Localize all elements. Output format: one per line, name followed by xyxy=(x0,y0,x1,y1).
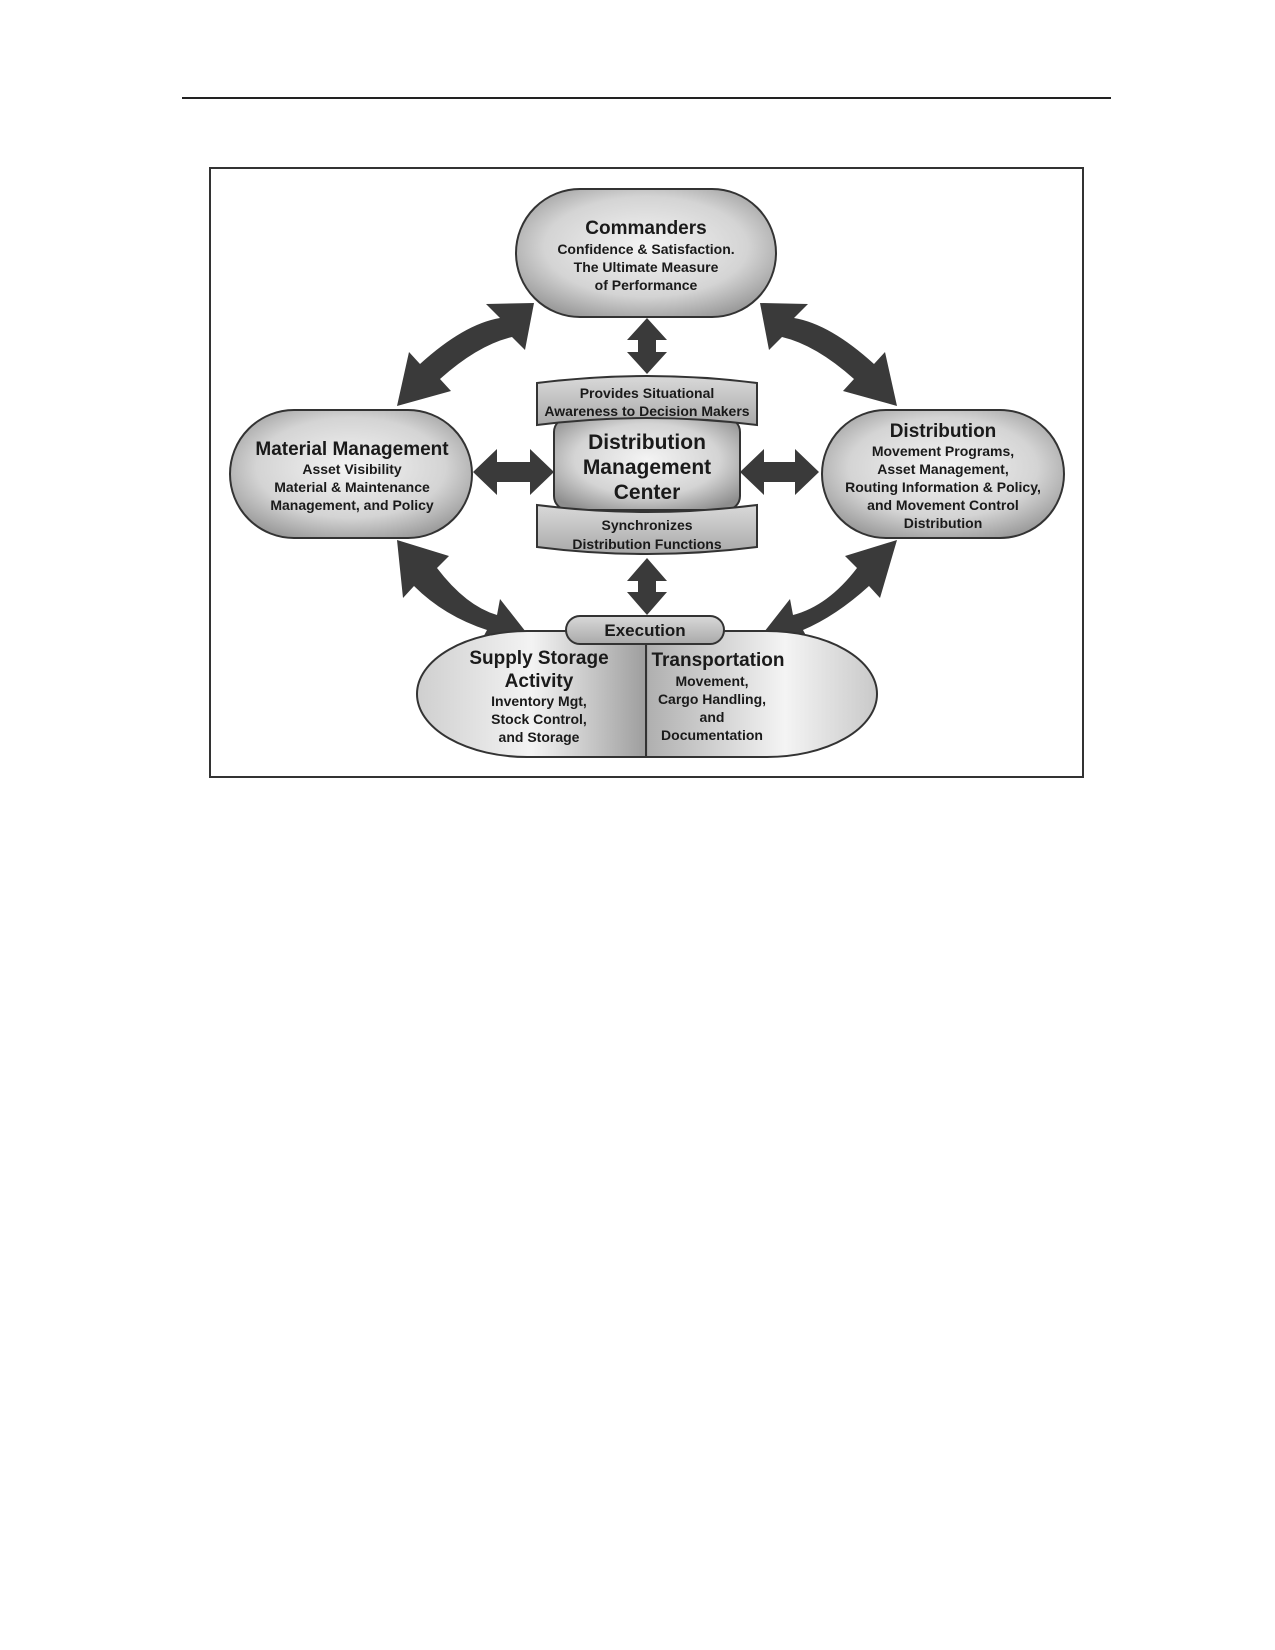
material-management-title: Material Management xyxy=(255,439,449,460)
distribution-title: Distribution xyxy=(890,421,997,442)
supply-storage-line: Inventory Mgt, xyxy=(491,693,587,709)
curved-arrows xyxy=(397,303,897,643)
arrow-distribution-execution xyxy=(757,540,897,643)
material-management-shape xyxy=(229,409,473,539)
commanders-line: of Performance xyxy=(595,277,698,293)
dmc-bottom-band xyxy=(536,503,758,555)
commanders-node: Commanders Confidence & Satisfaction. Th… xyxy=(515,188,777,318)
arrow-material-execution xyxy=(397,540,533,643)
transportation-line: Movement, xyxy=(675,673,748,689)
distribution-line: and Movement Control xyxy=(867,497,1019,513)
arrow-commanders-material xyxy=(397,303,534,406)
dmc-top-band xyxy=(536,375,758,427)
arrow-commanders-dmc xyxy=(627,318,667,374)
straight-arrows xyxy=(473,318,819,615)
distribution-node: Distribution Movement Programs, Asset Ma… xyxy=(821,409,1065,539)
arrow-material-dmc xyxy=(473,449,554,495)
dmc-title: Center xyxy=(614,481,681,504)
material-management-line: Management, and Policy xyxy=(270,497,434,513)
commanders-title: Commanders xyxy=(585,218,706,239)
transportation-title: Transportation xyxy=(651,650,784,671)
distribution-shape xyxy=(821,409,1065,539)
execution-node: Execution Supply Storage Activity Invent… xyxy=(416,615,878,758)
arrow-commanders-distribution xyxy=(760,303,897,406)
dmc-title: Management xyxy=(583,456,711,479)
distribution-line: Routing Information & Policy, xyxy=(845,479,1041,495)
distribution-line: Distribution xyxy=(904,515,983,531)
material-management-line: Material & Maintenance xyxy=(274,479,430,495)
dmc-node: Provides Situational Awareness to Decisi… xyxy=(536,375,758,555)
dmc-title: Distribution xyxy=(588,431,706,454)
supply-storage-title: Activity xyxy=(505,671,574,692)
commanders-line: The Ultimate Measure xyxy=(574,259,719,275)
dmc-top-band-text: Awareness to Decision Makers xyxy=(544,403,749,419)
material-management-node: Material Management Asset Visibility Mat… xyxy=(229,409,473,539)
supply-storage-line: Stock Control, xyxy=(491,711,587,727)
transportation-line: and xyxy=(700,709,725,725)
dmc-bottom-band-text: Distribution Functions xyxy=(572,536,722,552)
commanders-shape xyxy=(515,188,777,318)
execution-label-shape xyxy=(565,615,725,645)
distribution-line: Movement Programs, xyxy=(872,443,1014,459)
material-management-line: Asset Visibility xyxy=(302,461,402,477)
commanders-line: Confidence & Satisfaction. xyxy=(557,241,734,257)
dmc-top-band-text: Provides Situational xyxy=(580,385,715,401)
execution-label: Execution xyxy=(604,621,685,640)
transportation-line: Cargo Handling, xyxy=(658,691,766,707)
transportation-line: Documentation xyxy=(661,727,763,743)
dmc-bottom-band-text: Synchronizes xyxy=(601,517,692,533)
arrow-dmc-distribution xyxy=(740,449,819,495)
arrow-dmc-execution xyxy=(627,558,667,615)
supply-storage-line: and Storage xyxy=(499,729,580,745)
supply-storage-title: Supply Storage xyxy=(469,648,608,669)
distribution-line: Asset Management, xyxy=(877,461,1008,477)
